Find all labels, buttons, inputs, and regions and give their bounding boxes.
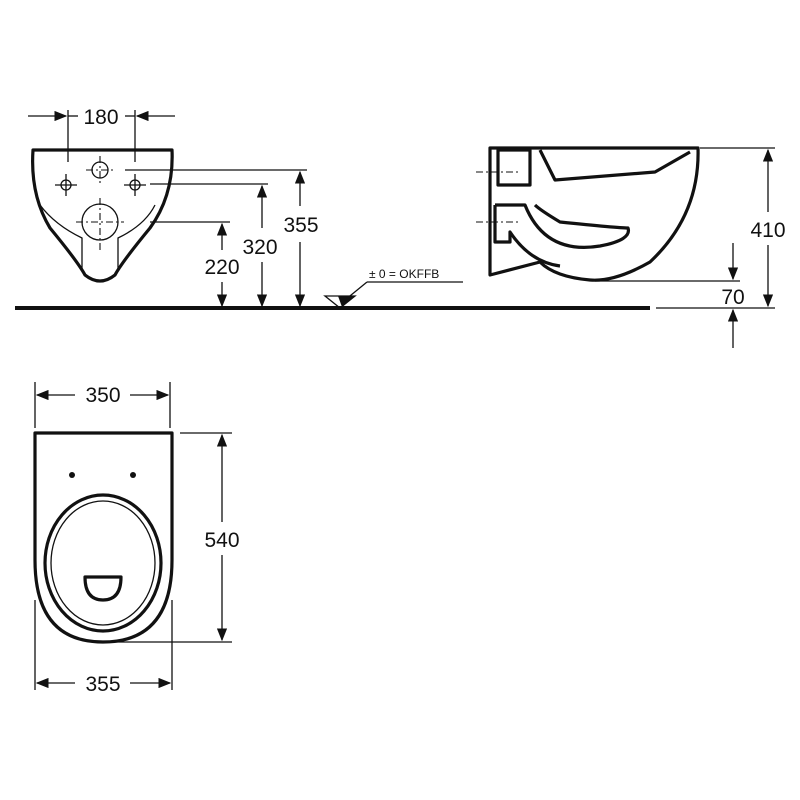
fixing-hole-right [124,174,146,196]
dim-label-70: 70 [721,286,744,309]
front-view: 180 355 320 220 [28,106,319,308]
seat-fixing-hole-left [69,472,75,478]
dim-label-355: 355 [283,214,318,237]
dimension-70: 70 [721,243,745,348]
top-view-outline [33,431,174,644]
dim-label-350: 350 [85,384,120,407]
seat-fixing-hole-right [130,472,136,478]
dim-label-220: 220 [204,256,239,279]
dimension-355-bottom: 355 [35,673,172,696]
bowl-outlet [83,575,123,602]
dim-label-410: 410 [750,219,785,242]
dimension-540: 540 [204,433,240,642]
side-view-outline [488,146,700,282]
dim-label-355-bottom: 355 [85,673,120,696]
floor-reference-marker: ± 0 = OKFFB [323,267,463,309]
top-view: 350 540 355 [33,382,240,696]
dim-label-180: 180 [83,106,118,129]
dim-label-540: 540 [204,529,239,552]
floor-reference-label: ± 0 = OKFFB [369,267,439,281]
waste-outlet [76,198,124,250]
front-view-outline [31,148,174,283]
dimension-220: 220 [204,222,240,308]
dimension-355: 355 [283,170,319,308]
dimension-180: 180 [28,106,175,162]
dimension-320: 320 [242,184,278,308]
seat-ring [43,493,163,633]
dimension-350: 350 [35,384,170,407]
side-view: 410 70 [476,146,786,348]
dim-label-320: 320 [242,236,277,259]
water-inlet [86,156,114,184]
fixing-hole-left [55,174,77,196]
dimension-410: 410 [750,148,786,308]
